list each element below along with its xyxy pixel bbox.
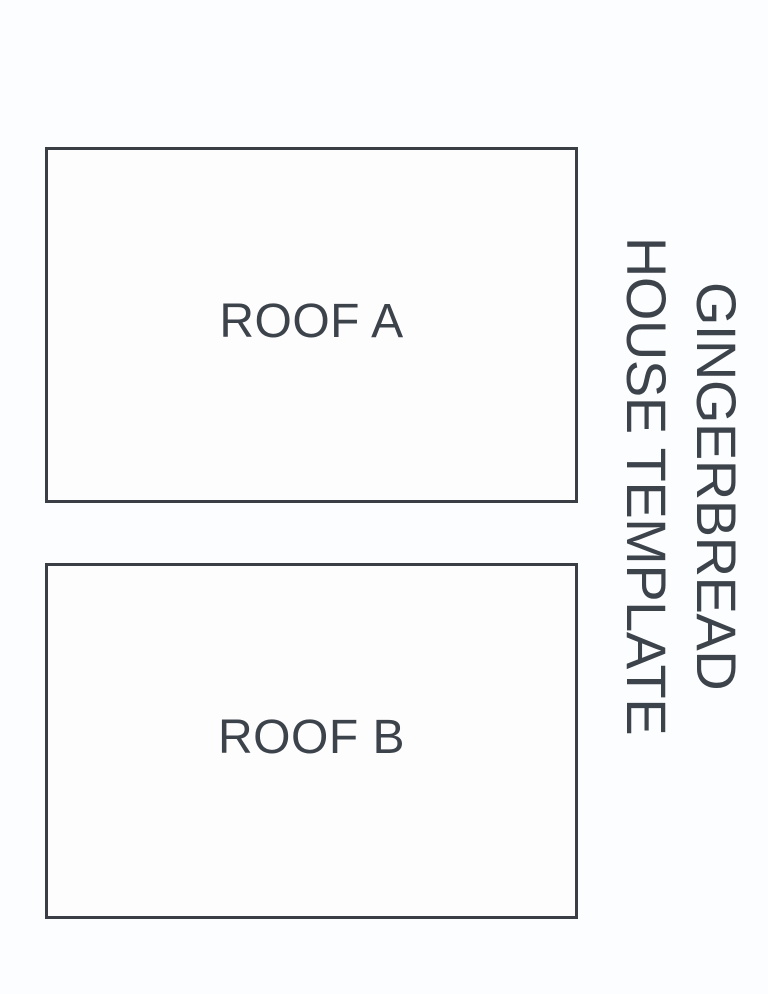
- roof-b-label: ROOF B: [217, 711, 405, 764]
- page-title-line2: HOUSE TEMPLATE: [615, 236, 678, 736]
- page-title-line1: GINGERBREAD: [685, 281, 748, 691]
- roof-b-piece: ROOF B: [45, 563, 578, 919]
- roof-a-piece: ROOF A: [45, 147, 578, 503]
- page-title: GINGERBREAD HOUSE TEMPLATE: [611, 237, 751, 735]
- roof-a-label: ROOF A: [219, 295, 404, 348]
